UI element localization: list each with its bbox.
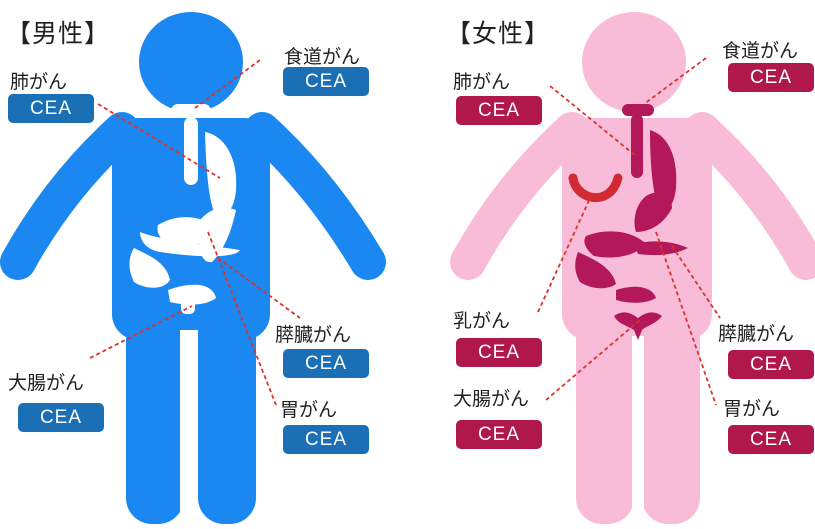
- label-breast-cancer: 乳がん: [453, 306, 510, 333]
- badge-lung-cea: CEA: [456, 96, 542, 125]
- label-esophageal-cancer: 食道がん: [722, 36, 798, 63]
- badge-colorectal-cea: CEA: [18, 403, 104, 432]
- label-lung-cancer: 肺がん: [453, 67, 510, 94]
- badge-pancreatic-cea: CEA: [728, 350, 814, 379]
- badge-breast-cea: CEA: [456, 338, 542, 367]
- label-pancreatic-cancer: 膵臓がん: [718, 319, 794, 346]
- label-stomach-cancer: 胃がん: [280, 395, 337, 422]
- badge-esophageal-cea: CEA: [283, 67, 369, 96]
- label-colorectal-cancer: 大腸がん: [453, 384, 529, 411]
- male-title: 【男性】: [6, 14, 110, 50]
- badge-lung-cea: CEA: [8, 94, 94, 123]
- label-stomach-cancer: 胃がん: [723, 394, 780, 421]
- label-pancreatic-cancer: 膵臓がん: [275, 320, 351, 347]
- badge-stomach-cea: CEA: [283, 425, 369, 454]
- label-colorectal-cancer: 大腸がん: [8, 368, 84, 395]
- female-title: 【女性】: [446, 14, 550, 50]
- badge-stomach-cea: CEA: [728, 425, 814, 454]
- badge-colorectal-cea: CEA: [456, 420, 542, 449]
- female-panel: 【女性】 食道がん CEA 肺がん CEA 乳がん CEA 膵臓がん CEA 大…: [410, 0, 815, 529]
- badge-pancreatic-cea: CEA: [283, 349, 369, 378]
- label-lung-cancer: 肺がん: [10, 67, 67, 94]
- badge-esophageal-cea: CEA: [728, 63, 814, 92]
- male-panel: 【男性】 食道がん CEA 肺がん CEA 膵臓がん CEA 大腸がん CEA …: [0, 0, 400, 529]
- label-esophageal-cancer: 食道がん: [284, 42, 360, 69]
